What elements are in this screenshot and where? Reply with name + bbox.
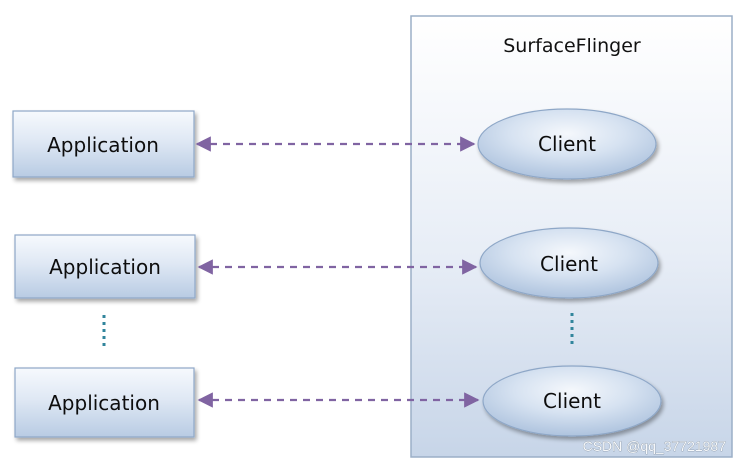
client-ellipse: Client <box>482 365 662 437</box>
client-label: Client <box>543 389 601 413</box>
application-label: Application <box>49 255 161 279</box>
application-box: Application <box>14 367 195 438</box>
application-box: Application <box>14 234 196 299</box>
application-label: Application <box>48 391 160 415</box>
client-ellipse: Client <box>477 108 657 180</box>
application-label: Application <box>47 133 159 157</box>
client-label: Client <box>540 252 598 276</box>
client-ellipse: Client <box>479 227 659 299</box>
watermark-text: CSDN @qq_37721987 <box>583 438 727 454</box>
application-box: Application <box>12 110 195 178</box>
client-label: Client <box>538 132 596 156</box>
surfaceflinger-title: SurfaceFlinger <box>503 35 641 57</box>
